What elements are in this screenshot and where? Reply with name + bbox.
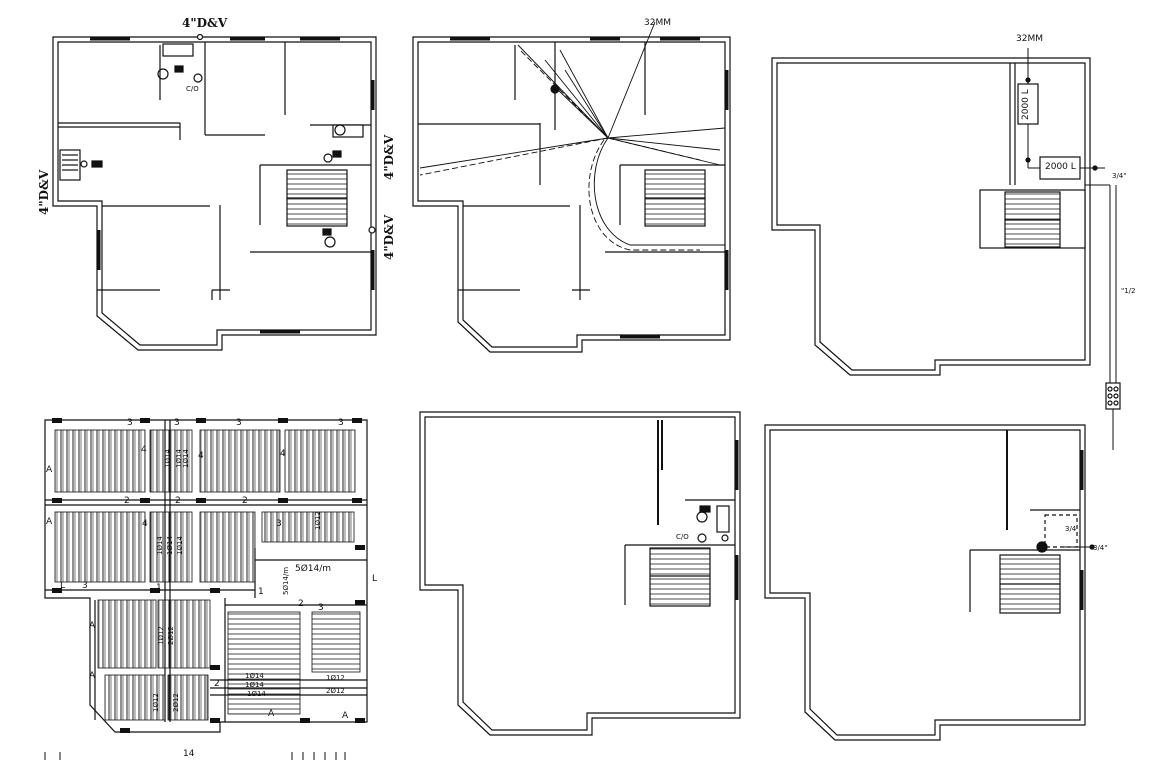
slab-corner-label-2: L bbox=[60, 581, 66, 591]
slab-corner-label: L bbox=[372, 574, 378, 584]
slab-bar-4: 1Ø14 bbox=[156, 536, 164, 555]
slab-axis-1: A bbox=[46, 465, 53, 475]
slab-bar-9: 2Ø12 bbox=[172, 693, 180, 712]
first-water-branch-label-2: 3/4 bbox=[1065, 525, 1077, 533]
water-pipe-label: 32MM bbox=[644, 18, 671, 28]
slab-bar-11: 1Ø14 bbox=[245, 681, 264, 689]
slab-bar-5: 1Ø14 bbox=[166, 536, 174, 555]
slab-span-9: 1 bbox=[156, 583, 162, 593]
drainage-left-label: 4"D&V bbox=[37, 169, 51, 215]
slab-bar-15: 1Ø12 bbox=[157, 626, 165, 645]
slab-bar-16: 2Ø12 bbox=[167, 626, 175, 645]
drainage-right-top-label: 4"D&V bbox=[382, 134, 396, 180]
slab-beam-label: 14 bbox=[183, 749, 195, 759]
slab-axis-3: A bbox=[89, 621, 96, 631]
slab-dir-3: 4 bbox=[280, 449, 286, 459]
slab-dir-2: 4 bbox=[198, 451, 204, 461]
slab-span-7: 2 bbox=[242, 496, 248, 506]
tank-upper-label: 2000 L bbox=[1021, 89, 1031, 120]
plan-roof-tanks bbox=[771, 48, 1121, 450]
slab-mesh-vert-label: 5Ø14/m bbox=[282, 566, 290, 595]
slab-span-12: 2 bbox=[298, 599, 304, 609]
tank-lower-label: 2000 L bbox=[1045, 162, 1076, 172]
outer-wall-inner bbox=[57, 41, 372, 346]
slab-axis-4: A bbox=[89, 671, 96, 681]
slab-dir-1: 4 bbox=[141, 445, 147, 455]
slab-span-10: 1 bbox=[258, 587, 264, 597]
drainage-right-bottom-label: 4"D&V bbox=[382, 214, 396, 260]
slab-axis-2: A bbox=[46, 517, 53, 527]
slab-span-2: 3 bbox=[174, 418, 180, 428]
slab-axis-6: A bbox=[342, 711, 349, 721]
slab-span-3: 3 bbox=[236, 418, 242, 428]
plan-first-water bbox=[764, 424, 1095, 741]
drainage-cleanout-label: C/O bbox=[186, 85, 199, 93]
slab-span-14: 3 bbox=[82, 581, 88, 591]
slab-span-6: 2 bbox=[175, 496, 181, 506]
slab-span-11: 3 bbox=[318, 603, 324, 613]
slab-span-5: 2 bbox=[124, 496, 130, 506]
slab-bar-13: 1Ø12 bbox=[326, 674, 345, 682]
plan-slab bbox=[44, 418, 368, 733]
slab-bar-10: 1Ø14 bbox=[245, 672, 264, 680]
plan-first-floor bbox=[419, 411, 741, 736]
slab-span-13: 2 bbox=[214, 679, 220, 689]
slab-bar-6: 1Ø14 bbox=[176, 536, 184, 555]
roof-branch-label: 3/4" bbox=[1112, 172, 1127, 180]
slab-bar-1: 1Ø14 bbox=[164, 449, 172, 468]
plan-ground-water bbox=[412, 21, 731, 353]
slab-span-1: 3 bbox=[127, 418, 133, 428]
first-water-branch-label: 3/4" bbox=[1093, 544, 1108, 552]
slab-bar-14: 2Ø12 bbox=[326, 687, 345, 695]
plan-ground-drainage bbox=[52, 33, 377, 351]
slab-bar-12: 1Ø14 bbox=[247, 690, 266, 698]
roof-pipe-label: 32MM bbox=[1016, 34, 1043, 44]
slab-bar-7: 1Ø12 bbox=[314, 511, 322, 530]
slab-span-8: 3 bbox=[276, 519, 282, 529]
drainage-title-label: 4"D&V bbox=[182, 16, 228, 30]
roof-riser-label: "1/2 bbox=[1121, 287, 1136, 295]
slab-span-4: 3 bbox=[338, 418, 344, 428]
slab-axis-5: A bbox=[268, 709, 275, 719]
slab-bar-3: 1Ø14 bbox=[182, 449, 190, 468]
slab-mesh-label: 5Ø14/m bbox=[295, 564, 332, 574]
first-floor-cleanout-label: C/O bbox=[676, 533, 689, 541]
outer-wall bbox=[52, 36, 377, 351]
slab-dir-4: 4 bbox=[142, 519, 148, 529]
bottom-marks bbox=[44, 752, 346, 760]
slab-bar-8: 1Ø12 bbox=[152, 693, 160, 712]
